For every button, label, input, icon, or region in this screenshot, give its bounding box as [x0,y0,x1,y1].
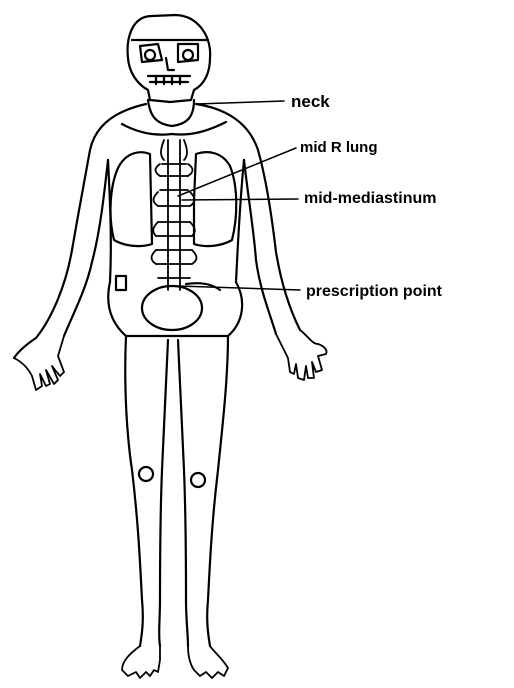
label-neck: neck [291,93,330,110]
spine [152,140,197,290]
hands [14,330,327,390]
leader-neck [196,101,284,104]
legs [125,336,228,646]
right-lung-shape [111,152,152,246]
skull [128,15,211,102]
torso-outline [14,100,300,358]
label-prescription-point: prescription point [306,284,442,300]
label-mid-mediastinum: mid-mediastinum [304,191,436,207]
feet [122,646,228,678]
label-mid-r-lung: mid R lung [300,140,378,155]
leader-lines [178,101,300,290]
leader-mid-mediastinum [182,199,298,200]
